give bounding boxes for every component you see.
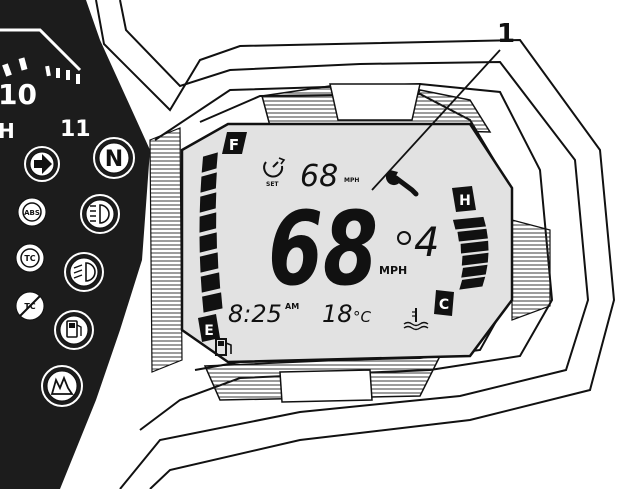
cruise-speed-unit: MPH [344, 177, 359, 184]
fuel-gauge-segment [200, 272, 221, 293]
ambient-temp-value: 18 [322, 300, 353, 328]
fuel-gauge-segment [201, 152, 218, 173]
fuel-full-label: F [222, 132, 247, 154]
temp-gauge-segment [452, 216, 486, 230]
svg-text:F: F [229, 136, 239, 154]
clock-time: 8:25 [228, 300, 282, 328]
temp-gauge: H C [403, 186, 489, 331]
cruise-set-label: SET [266, 181, 279, 188]
svg-text:C: C [439, 297, 449, 313]
temp-hot-label: H [452, 186, 476, 212]
temp-gauge-segment [457, 228, 488, 242]
svg-text:E: E [204, 323, 214, 339]
cruise-control-readout: SET 68 MPH [263, 157, 359, 194]
svg-text:H: H [459, 193, 471, 209]
fuel-gauge-segment [199, 192, 217, 213]
engine-warning-icon [41, 365, 83, 407]
fuel-empty-label: E [198, 314, 220, 342]
front-fog-light-icon [80, 194, 120, 234]
turn-signal-icon [24, 146, 60, 182]
fuel-gauge-segment [199, 212, 217, 233]
temp-gauge-segment [459, 276, 486, 290]
svg-text:ABS: ABS [24, 209, 40, 217]
fuel-gauge-segment [199, 252, 219, 273]
fuel-gauge-segment [200, 172, 217, 193]
ambient-temp-unit: °C [353, 308, 372, 326]
cruise-control-icon [263, 157, 286, 178]
temp-cold-label: C [434, 290, 454, 316]
traction-control-icon: TC [15, 243, 45, 273]
tach-scale-11: 11 [60, 117, 91, 142]
wrench-icon [385, 170, 419, 197]
fuel-pump-icon [215, 338, 232, 356]
speed-value: 68 [268, 190, 378, 309]
low-beam-icon [64, 252, 104, 292]
callout: 1 [371, 19, 515, 191]
low-fuel-icon [54, 310, 94, 350]
fuel-gauge-segment [199, 232, 217, 253]
coolant-temp-icon [403, 308, 429, 331]
traction-control-off-icon: TC [15, 291, 45, 321]
bottom-bezel-tab [279, 369, 373, 403]
tachometer-dial: 10 11 H [0, 0, 150, 489]
fuel-gauge: F E [198, 132, 247, 356]
top-bezel-tab [329, 83, 421, 121]
gear-value: 4 [414, 220, 439, 266]
gear-indicator: 4 [397, 220, 439, 266]
temp-gauge-segment [461, 264, 488, 278]
svg-text:TC: TC [24, 254, 35, 263]
tach-side-letter: H [0, 119, 15, 143]
speed-unit: MPH [379, 264, 407, 277]
neutral-icon: N [93, 137, 135, 179]
cruise-speed-value: 68 [300, 159, 338, 194]
lcd-panel [180, 122, 514, 364]
svg-text:N: N [105, 147, 123, 172]
temp-gauge-segment [461, 252, 489, 266]
abs-warning-icon: ABS [17, 197, 47, 227]
temp-gauge-segment [460, 240, 489, 254]
fuel-gauge-segment [202, 292, 223, 313]
indicator-lamps: ABS TC TC N [15, 137, 135, 407]
right-bezel-hatch [149, 127, 551, 373]
tach-scale-10: 10 [0, 78, 37, 111]
callout-number: 1 [497, 19, 515, 49]
clock-ampm: AM [285, 302, 299, 311]
